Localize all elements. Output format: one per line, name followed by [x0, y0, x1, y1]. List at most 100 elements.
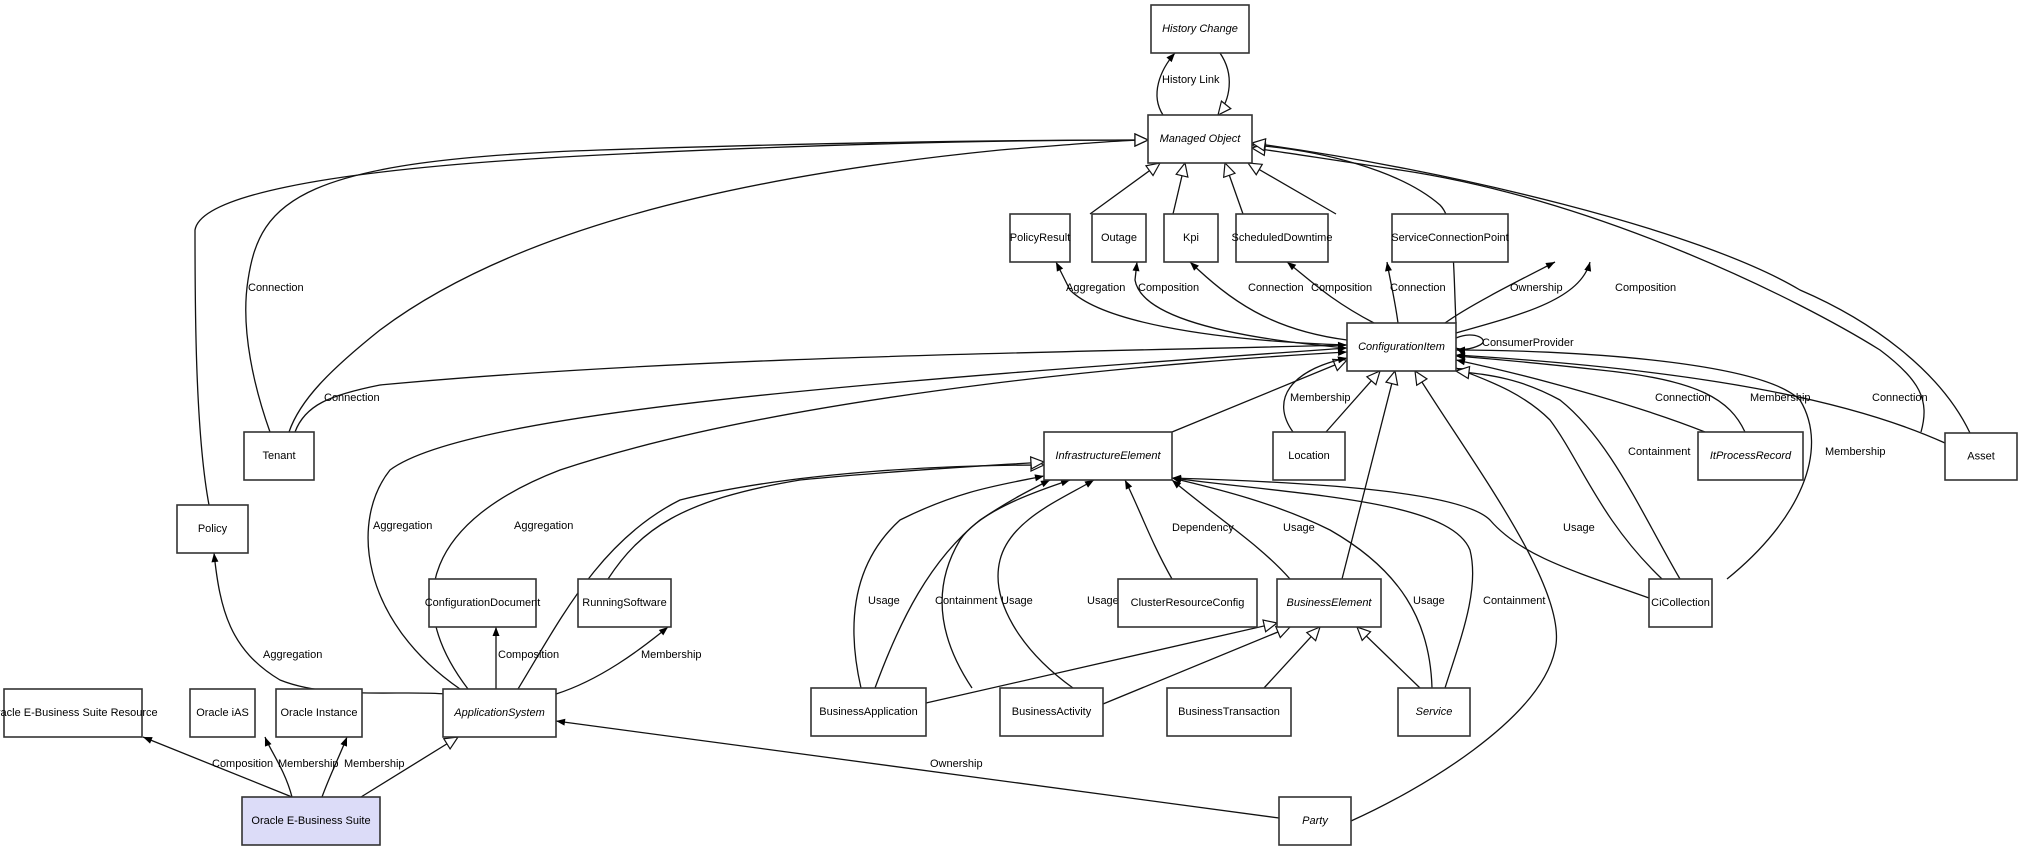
- edge-line: [142, 736, 293, 798]
- hollow-triangle-arrowhead-icon: [1246, 162, 1264, 176]
- association-edge-configuration_item-to-outage: [1189, 261, 1348, 341]
- class-node-business-activity[interactable]: BusinessActivity: [999, 687, 1104, 737]
- association-edge-application_system-to-policy: [211, 552, 447, 695]
- class-name: Oracle E-Business Suite Resource: [0, 707, 158, 719]
- class-name: Location: [1288, 450, 1330, 462]
- generalization-edge-tenant-to-managed_object: [245, 133, 1150, 433]
- edge-line: [1171, 359, 1348, 433]
- association-edge-configuration_item-to-configuration_item: [1455, 334, 1484, 356]
- filled-arrowhead-icon: [658, 627, 668, 636]
- edge-line: [194, 139, 1149, 506]
- class-box: [1147, 114, 1253, 164]
- association-edge-configuration_item-to-scheduled_downtime: [1385, 261, 1399, 324]
- edge-line: [1251, 147, 1925, 433]
- class-node-oracle-ias[interactable]: Oracle iAS: [189, 688, 256, 738]
- class-node-tenant[interactable]: Tenant: [243, 431, 315, 481]
- class-node-asset[interactable]: Asset: [1944, 432, 2018, 481]
- edge-label: Composition: [1615, 282, 1676, 294]
- class-node-policy-result[interactable]: PolicyResult: [1009, 213, 1071, 263]
- class-box: [1391, 213, 1509, 263]
- generalization-edge-business_element-to-configuration_item: [1341, 369, 1399, 580]
- association-edge-tenant-to-configuration_item: [294, 341, 1348, 433]
- class-node-business-application[interactable]: BusinessApplication: [810, 687, 927, 737]
- class-node-configuration-document[interactable]: ConfigurationDocument: [425, 578, 541, 628]
- edge-line: [1171, 477, 1650, 599]
- class-name: Service: [1416, 706, 1453, 718]
- class-node-oebs[interactable]: Oracle E-Business Suite: [241, 796, 381, 846]
- generalization-edge-asset-to-managed_object: [1250, 137, 1971, 434]
- filled-arrowhead-icon: [1456, 346, 1465, 354]
- class-node-infrastructure-element[interactable]: InfrastructureElement: [1043, 431, 1173, 481]
- class-node-service-connection-point[interactable]: ServiceConnectionPoint: [1391, 213, 1509, 263]
- generalization-edge-service-to-business_element: [1355, 626, 1421, 689]
- edge-line: [1455, 367, 1663, 580]
- edge-line: [874, 479, 1051, 689]
- filled-arrowhead-icon: [1385, 262, 1392, 272]
- class-box: [1272, 431, 1346, 481]
- filled-arrowhead-icon: [1190, 262, 1199, 271]
- class-node-location[interactable]: Location: [1272, 431, 1346, 481]
- class-box: [1944, 432, 2018, 481]
- edge-line: [1444, 261, 1556, 324]
- edge-line: [1124, 479, 1173, 580]
- class-node-managed-object[interactable]: Managed Object: [1147, 114, 1253, 164]
- class-name: BusinessElement: [1287, 597, 1373, 609]
- generalization-edge-business_application-to-business_element: [925, 619, 1279, 704]
- class-node-scheduled-downtime[interactable]: ScheduledDowntime: [1232, 213, 1333, 263]
- generalization-edge-business_transaction-to-business_element: [1263, 625, 1321, 689]
- hollow-triangle-arrowhead-icon: [1355, 626, 1372, 642]
- class-name: ClusterResourceConfig: [1131, 597, 1245, 609]
- edge-label: Usage: [1087, 595, 1119, 607]
- association-edge-application_system-to-configuration_document: [492, 627, 500, 689]
- generalization-edge-history_change-to-managed_object: [1217, 52, 1232, 117]
- class-node-kpi[interactable]: Kpi: [1163, 213, 1219, 263]
- filled-arrowhead-icon: [1172, 480, 1182, 489]
- class-node-business-transaction[interactable]: BusinessTransaction: [1166, 687, 1292, 737]
- filled-arrowhead-icon: [1166, 53, 1175, 63]
- hollow-triangle-arrowhead-icon: [442, 736, 460, 751]
- class-node-party[interactable]: Party: [1278, 796, 1352, 846]
- edge-label: Connection: [1390, 282, 1446, 294]
- edge-line: [925, 622, 1278, 704]
- association-edge-oebs-to-oracle_ias: [264, 736, 293, 798]
- class-node-application-system[interactable]: ApplicationSystem: [442, 688, 557, 738]
- class-node-service[interactable]: Service: [1397, 687, 1471, 737]
- association-edge-business_transaction-to-infrastructure_element: [997, 479, 1095, 689]
- class-node-policy[interactable]: Policy: [176, 504, 249, 554]
- class-name: RunningSoftware: [582, 597, 666, 609]
- filled-arrowhead-icon: [492, 627, 500, 636]
- edge-line: [1455, 354, 1946, 444]
- generalization-edge-oebs-to-application_system: [360, 736, 460, 798]
- class-node-ci-collection[interactable]: CiCollection: [1648, 578, 1713, 628]
- filled-arrowhead-icon: [264, 737, 272, 747]
- edge-line: [555, 626, 669, 695]
- class-node-it-process-record[interactable]: ItProcessRecord: [1697, 431, 1804, 481]
- class-node-running-software[interactable]: RunningSoftware: [577, 578, 672, 628]
- class-name: ServiceConnectionPoint: [1391, 232, 1508, 244]
- class-box: [1235, 213, 1329, 263]
- class-name: ConfigurationDocument: [425, 597, 541, 609]
- class-node-outage[interactable]: Outage: [1091, 213, 1147, 263]
- class-box: [999, 687, 1104, 737]
- filled-arrowhead-icon: [1125, 480, 1133, 490]
- class-node-oebs-resource[interactable]: Oracle E-Business Suite Resource: [0, 688, 158, 738]
- edge-label: Containment: [935, 595, 997, 607]
- class-node-business-element[interactable]: BusinessElement: [1276, 578, 1382, 628]
- class-node-configuration-item[interactable]: ConfigurationItem: [1346, 322, 1457, 372]
- class-name: Oracle E-Business Suite: [251, 815, 370, 827]
- class-name: Kpi: [1183, 232, 1199, 244]
- filled-arrowhead-icon: [1084, 480, 1094, 488]
- edge-label: Usage: [1283, 522, 1315, 534]
- edge-line: [1263, 626, 1321, 689]
- class-node-cluster-resource-config[interactable]: ClusterResourceConfig: [1117, 578, 1258, 628]
- edge-label: Composition: [498, 649, 559, 661]
- edge-line: [517, 464, 1045, 690]
- class-box: [243, 431, 315, 481]
- edge-line: [1341, 370, 1396, 580]
- class-node-history-change[interactable]: History Change: [1150, 4, 1250, 54]
- edge-line: [1356, 626, 1421, 689]
- association-edge-ci_collection-to-infrastructure_element: [1171, 474, 1650, 599]
- class-name: Managed Object: [1160, 133, 1242, 145]
- class-node-oracle-instance[interactable]: Oracle Instance: [275, 688, 363, 738]
- class-name: CiCollection: [1651, 597, 1710, 609]
